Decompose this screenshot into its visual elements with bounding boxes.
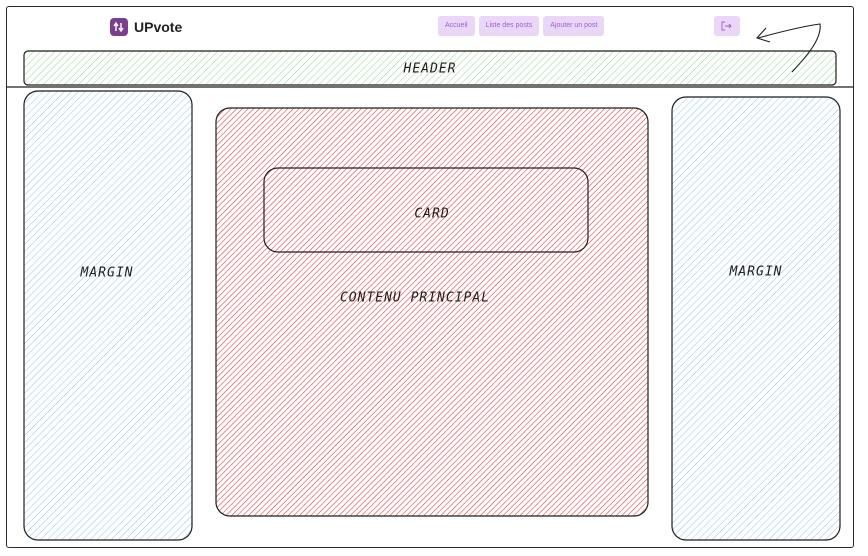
card-zone-label: CARD bbox=[414, 206, 450, 222]
nav-liste-posts-button[interactable]: Liste des posts bbox=[478, 16, 540, 36]
card-zone bbox=[263, 167, 589, 253]
main-content-zone bbox=[215, 107, 649, 517]
nav-ajouter-post-button[interactable]: Ajouter un post bbox=[543, 16, 605, 36]
upvote-logo-icon bbox=[110, 18, 128, 36]
logout-icon bbox=[721, 21, 732, 31]
margin-left-label: MARGIN bbox=[80, 265, 134, 281]
margin-left-zone bbox=[23, 90, 193, 541]
main-content-label: CONTENU PRINCIPAL bbox=[339, 290, 491, 306]
margin-right-zone bbox=[671, 96, 841, 541]
annotation-arrow bbox=[757, 23, 821, 73]
browser-frame bbox=[6, 6, 854, 548]
header-zone bbox=[23, 50, 837, 86]
brand-logo[interactable]: UPvote bbox=[110, 18, 182, 36]
nav-accueil-button[interactable]: Accueil bbox=[438, 16, 475, 36]
main-nav: Accueil Liste des posts Ajouter un post bbox=[438, 16, 605, 36]
app-top-bar: UPvote Accueil Liste des posts Ajouter u… bbox=[8, 10, 854, 40]
logout-button[interactable] bbox=[714, 16, 740, 36]
header-zone-label: HEADER bbox=[403, 61, 457, 77]
annotation-arrowhead bbox=[756, 27, 771, 43]
margin-right-label: MARGIN bbox=[729, 264, 783, 280]
brand-name: UPvote bbox=[134, 19, 183, 35]
